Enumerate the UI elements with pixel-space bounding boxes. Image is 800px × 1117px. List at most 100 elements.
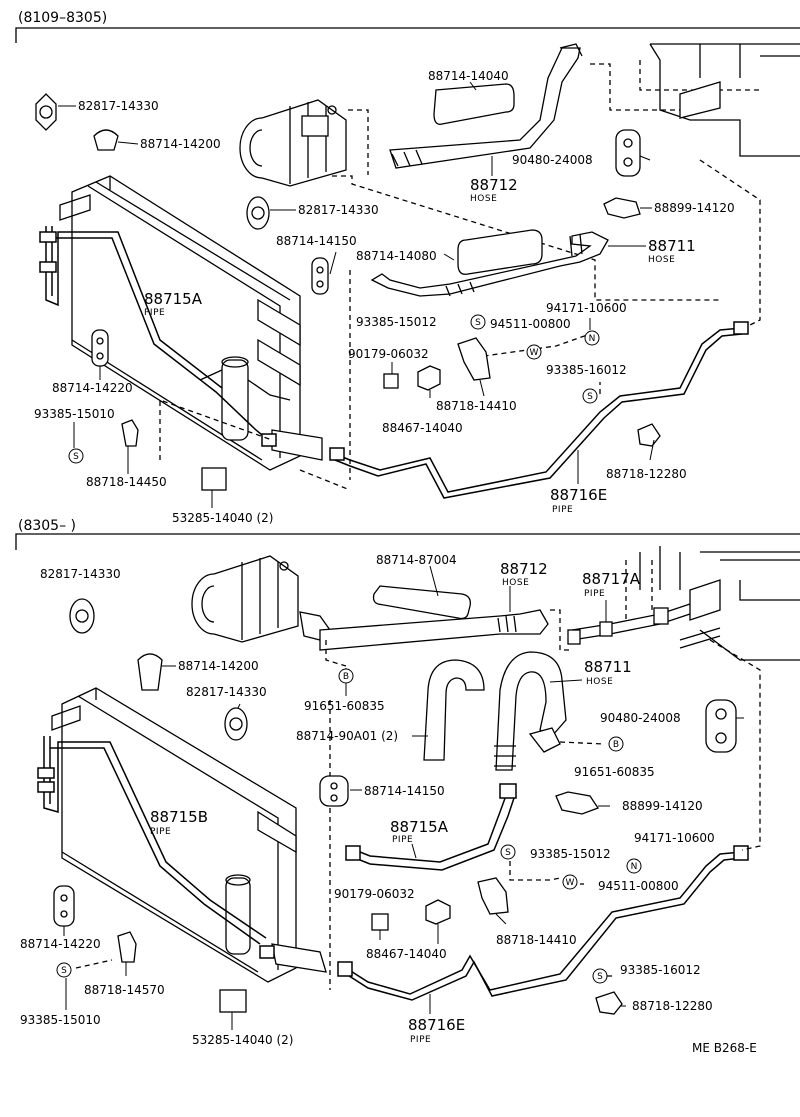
bottom-labels: (8305– ) 88714-87004 88712 HOSE 88717A P… (18, 518, 757, 1055)
label-82817-14330-b: 82817-14330 (298, 203, 379, 217)
top-section-frame (15, 27, 800, 43)
top-labels: (8109–8305) 82817-14330 88714-14200 8281… (18, 10, 735, 525)
label-88899-14120-b: 88899-14120 (622, 799, 703, 813)
label-94171-10600-b: 94171-10600 (634, 831, 715, 845)
label-88715a-b: 88715A (390, 818, 449, 836)
label-94511-00800-b: 94511-00800 (598, 879, 679, 893)
bottom-evaporator (639, 546, 800, 661)
label-88712-type: HOSE (470, 194, 497, 204)
top-compressor (239, 99, 369, 187)
symbol-s: S (597, 972, 603, 982)
label-88714-14200: 88714-14200 (140, 137, 221, 151)
label-88717a-type: PIPE (584, 589, 605, 599)
label-88714-14150-b: 88714-14150 (364, 784, 445, 798)
top-label-leaders (58, 81, 655, 508)
label-88716e-b: 88716E (408, 1016, 465, 1034)
label-90480-24008: 90480-24008 (512, 153, 593, 167)
label-93385-15010: 93385-15010 (34, 407, 115, 421)
label-94171-10600: 94171-10600 (546, 301, 627, 315)
label-88712-b-type: HOSE (502, 578, 529, 588)
label-88718-14570: 88718-14570 (84, 983, 165, 997)
label-82817-14330-d: 82817-14330 (186, 685, 267, 699)
top-small-parts (35, 93, 661, 491)
label-90480-24008-b: 90480-24008 (600, 711, 681, 725)
bottom-pipe-88717a (567, 603, 721, 649)
label-88716e-b-type: PIPE (410, 1035, 431, 1045)
label-88714-14220: 88714-14220 (52, 381, 133, 395)
symbol-s: S (61, 966, 67, 976)
label-88711-b: 88711 (584, 658, 632, 676)
symbol-w: W (530, 348, 539, 358)
label-88467-14040: 88467-14040 (382, 421, 463, 435)
label-88715a-type: PIPE (144, 308, 165, 318)
label-88714-14080: 88714-14080 (356, 249, 437, 263)
label-88715b-type: PIPE (150, 827, 171, 837)
label-88467-14040-b: 88467-14040 (366, 947, 447, 961)
label-91651-60835-b: 91651-60835 (574, 765, 655, 779)
label-93385-16012: 93385-16012 (546, 363, 627, 377)
label-91651-60835-a: 91651-60835 (304, 699, 385, 713)
label-88717a: 88717A (582, 570, 641, 588)
symbol-b: B (343, 672, 349, 682)
label-88716e-type: PIPE (552, 505, 573, 515)
label-88716e: 88716E (550, 486, 607, 504)
label-53285-14040: 53285-14040 (2) (172, 511, 274, 525)
top-hose-88711 (370, 229, 609, 297)
label-88715a: 88715A (144, 290, 203, 308)
label-88718-12280: 88718-12280 (606, 467, 687, 481)
label-93385-15012: 93385-15012 (356, 315, 437, 329)
symbol-s: S (505, 848, 511, 858)
bottom-leader-lines (75, 560, 761, 990)
bottom-pipe-88716e (337, 845, 749, 1001)
symbol-s: S (587, 392, 593, 402)
label-88712: 88712 (470, 176, 518, 194)
symbol-n: N (589, 334, 596, 344)
label-88715b: 88715B (150, 808, 208, 826)
top-pipe-88716e (329, 321, 749, 499)
bottom-hose-88711 (494, 651, 567, 771)
label-88718-14410: 88718-14410 (436, 399, 517, 413)
label-88714-90a01: 88714-90A01 (2) (296, 729, 398, 743)
bottom-small-parts (53, 598, 737, 1015)
symbol-n: N (631, 862, 638, 872)
symbol-s: S (475, 318, 481, 328)
symbol-letters: S N W S S B B S N W S S (61, 318, 637, 982)
bottom-range-heading: (8305– ) (18, 518, 76, 534)
symbol-w: W (566, 878, 575, 888)
label-88718-14450: 88718-14450 (86, 475, 167, 489)
label-90179-06032-b: 90179-06032 (334, 887, 415, 901)
label-88711-type: HOSE (648, 255, 675, 265)
bottom-hose-cover (372, 585, 471, 620)
bottom-compressor (191, 555, 331, 643)
label-88899-14120: 88899-14120 (654, 201, 735, 215)
label-88718-14410-b: 88718-14410 (496, 933, 577, 947)
diagram-code: ME B268-E (692, 1041, 757, 1055)
label-88714-14150: 88714-14150 (276, 234, 357, 248)
label-93385-15010-b: 93385-15010 (20, 1013, 101, 1027)
label-88714-14040: 88714-14040 (428, 69, 509, 83)
label-88711-b-type: HOSE (586, 677, 613, 687)
label-82817-14330-a: 82817-14330 (78, 99, 159, 113)
bottom-pipe-88715a (345, 783, 517, 871)
bottom-section-frame (15, 533, 800, 550)
label-53285-14040-b: 53285-14040 (2) (192, 1033, 294, 1047)
label-88714-87004: 88714-87004 (376, 553, 457, 567)
label-88714-14200-b: 88714-14200 (178, 659, 259, 673)
label-88718-12280-b: 88718-12280 (632, 999, 713, 1013)
label-88714-14220-b: 88714-14220 (20, 937, 101, 951)
bottom-pipe-88715b (37, 736, 275, 959)
top-range-heading: (8109–8305) (18, 10, 107, 26)
symbol-b: B (613, 740, 619, 750)
label-93385-16012-b: 93385-16012 (620, 963, 701, 977)
label-94511-00800: 94511-00800 (490, 317, 571, 331)
bottom-hose-88712 (319, 609, 549, 651)
bottom-label-leaders (63, 565, 744, 1030)
top-hose-88712 (389, 43, 583, 169)
bottom-hose-covers (423, 659, 485, 761)
symbol-markers (56, 314, 642, 984)
symbol-s: S (73, 452, 79, 462)
label-82817-14330-c: 82817-14330 (40, 567, 121, 581)
label-88715a-b-type: PIPE (392, 835, 413, 845)
